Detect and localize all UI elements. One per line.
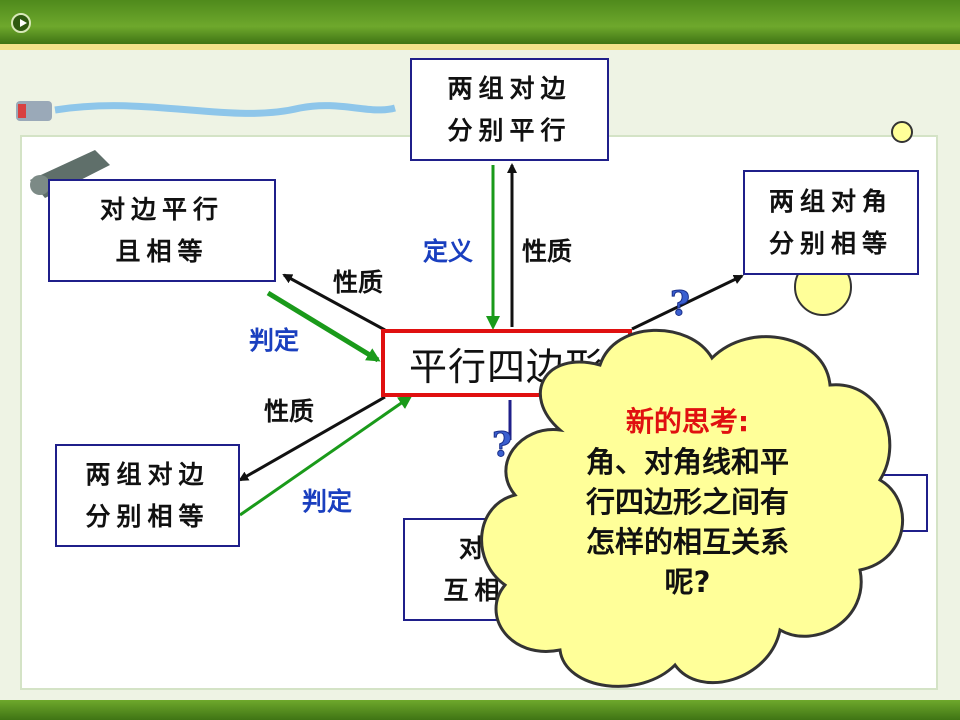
top-banner	[0, 0, 960, 44]
bubble-title: 新的思考:	[625, 405, 750, 438]
judge-arrow-lower-left	[239, 395, 413, 517]
box-two-pairs-sides-equal: 两组对边 分别相等	[55, 444, 240, 547]
bottom-banner	[0, 700, 960, 720]
label-judge-lower-left: 判定	[302, 487, 353, 516]
property-arrow-upper-left	[282, 273, 386, 332]
bubble-text: 新的思考: 角、对角线和平 行四边形之间有 怎样的相互关系 呢?	[545, 402, 830, 602]
property-arrow-lower-left	[238, 395, 386, 482]
label-judge-upper-left: 判定	[249, 326, 300, 355]
box-two-pairs-parallel: 两组对边 分别平行	[410, 58, 609, 161]
question-mark-bottom: ?	[492, 425, 513, 466]
question-mark-right: ?	[670, 284, 691, 325]
top-banner-stripe	[0, 44, 960, 50]
pen-ribbon-icon	[16, 101, 396, 121]
bubble-cloud-shape	[480, 328, 904, 688]
label-definition: 定义	[423, 237, 474, 266]
judge-arrow-upper-left	[266, 290, 381, 363]
arrow-to-angles	[631, 274, 744, 331]
bubble-line: 怎样的相互关系	[585, 525, 789, 559]
box-two-pairs-angles-equal: 两组对角 分别相等	[743, 170, 919, 275]
play-icon[interactable]	[11, 13, 31, 33]
bubble-line: 角、对角线和平	[585, 445, 789, 479]
decor-circle-small	[891, 121, 913, 143]
bubble-line: 呢?	[664, 565, 711, 599]
label-property-upper-left: 性质	[333, 268, 384, 297]
label-property-top: 性质	[522, 237, 573, 266]
bubble-line: 行四边形之间有	[585, 485, 789, 519]
box-opposite-parallel-equal: 对边平行 且相等	[48, 179, 276, 282]
label-property-lower-left: 性质	[264, 397, 315, 426]
